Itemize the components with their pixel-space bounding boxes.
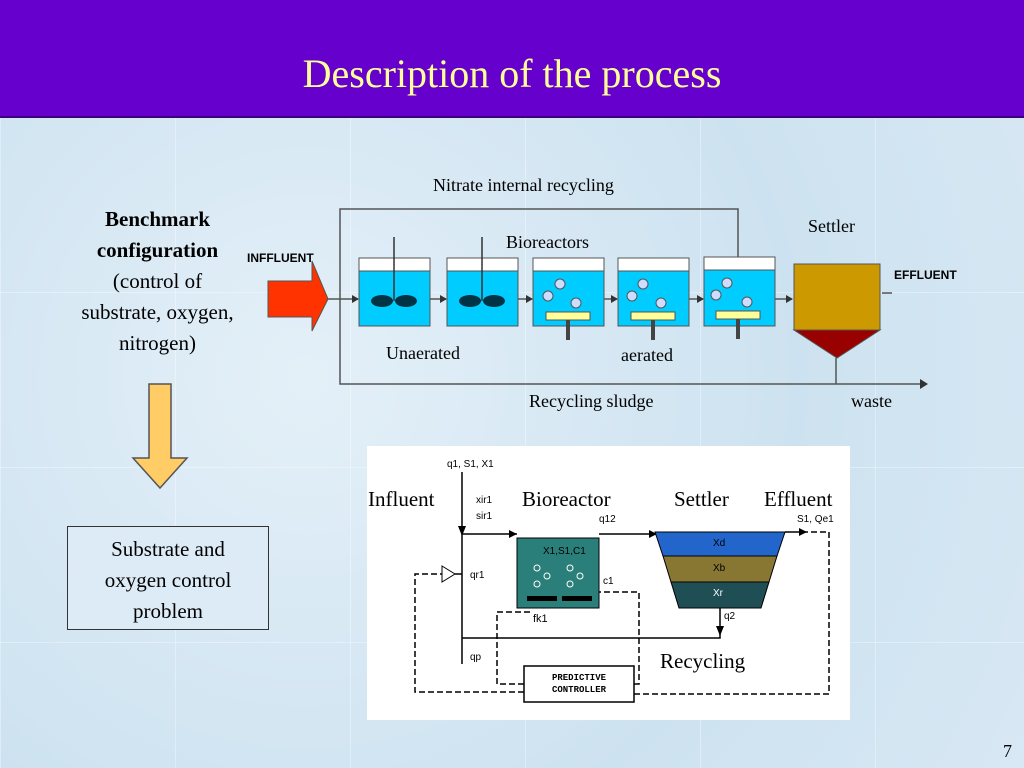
- influent-label: INFFLUENT: [247, 251, 314, 265]
- schema-recycling-label: Recycling: [660, 649, 746, 673]
- benchmark-bold-2: configuration: [96, 238, 219, 262]
- waste-arrow-icon: [920, 379, 928, 389]
- schema-q12-label: q12: [599, 514, 616, 525]
- schema-c1-label: c1: [603, 576, 614, 587]
- schema-xd-label: Xd: [713, 538, 726, 549]
- benchmark-bold-1: Benchmark: [105, 207, 210, 231]
- schema-out-vars: S1, Qe1: [797, 514, 834, 525]
- page-number: 7: [1003, 741, 1012, 761]
- schema-qp-label: qp: [470, 652, 482, 663]
- effluent-label: EFFLUENT: [894, 268, 957, 282]
- schema-sir-label: sir1: [476, 511, 493, 522]
- problem-line-3: problem: [133, 599, 203, 623]
- benchmark-line-4: substrate, oxygen,: [81, 300, 234, 324]
- schema-xr-label: Xr: [713, 588, 723, 599]
- control-schematic-drawing: [414, 472, 830, 703]
- schema-fk1-label: fk1: [533, 613, 548, 625]
- schema-reactor-vars: X1,S1,C1: [543, 546, 586, 557]
- tank-aerated-3: [532, 257, 605, 340]
- bioreactors-label: Bioreactors: [506, 232, 589, 252]
- tank-aerated-4: [617, 257, 690, 340]
- sludge-line: [339, 300, 920, 385]
- down-arrow-icon: [131, 383, 189, 490]
- unaerated-label: Unaerated: [386, 343, 460, 363]
- settler-label: Settler: [808, 216, 855, 236]
- nitrate-loop-line: [339, 208, 739, 300]
- waste-label: waste: [851, 391, 892, 411]
- schema-influent-label: Influent: [368, 487, 435, 511]
- schema-qr1-label: qr1: [470, 570, 485, 581]
- schema-q1-label: q1, S1, X1: [447, 459, 494, 470]
- tank-unaerated-1: [358, 237, 431, 327]
- influent-arrow-icon: [267, 260, 329, 332]
- problem-box: Substrate and oxygen control problem: [67, 526, 269, 630]
- controller-line-2: CONTROLLER: [551, 685, 606, 695]
- benchmark-text: Benchmark configuration (control of subs…: [55, 204, 260, 359]
- controller-text: PREDICTIVE CONTROLLER: [524, 672, 634, 696]
- recycling-sludge-label: Recycling sludge: [529, 391, 654, 411]
- schema-bioreactor-label: Bioreactor: [522, 487, 611, 511]
- schema-q2-label: q2: [724, 611, 736, 622]
- benchmark-line-5: nitrogen): [119, 331, 196, 355]
- title-bar: Description of the process: [0, 0, 1024, 118]
- nitrate-label: Nitrate internal recycling: [433, 175, 614, 195]
- slide-title: Description of the process: [302, 51, 722, 96]
- tank-aerated-5: [703, 256, 776, 339]
- settler-tank: [792, 263, 882, 359]
- schema-xir-label: xir1: [476, 495, 493, 506]
- schema-settler-label: Settler: [674, 487, 729, 511]
- benchmark-line-3: (control of: [112, 269, 203, 293]
- problem-line-2: oxygen control: [104, 568, 232, 592]
- aerated-label: aerated: [621, 345, 673, 365]
- control-schematic-image: Influent Bioreactor Settler Effluent Rec…: [367, 446, 850, 720]
- controller-line-1: PREDICTIVE: [551, 673, 606, 683]
- schema-xb-label: Xb: [713, 563, 726, 574]
- plant-diagram: [267, 208, 928, 389]
- problem-line-1: Substrate and: [111, 537, 225, 561]
- schema-effluent-label: Effluent: [764, 487, 833, 511]
- tank-unaerated-2: [446, 237, 519, 327]
